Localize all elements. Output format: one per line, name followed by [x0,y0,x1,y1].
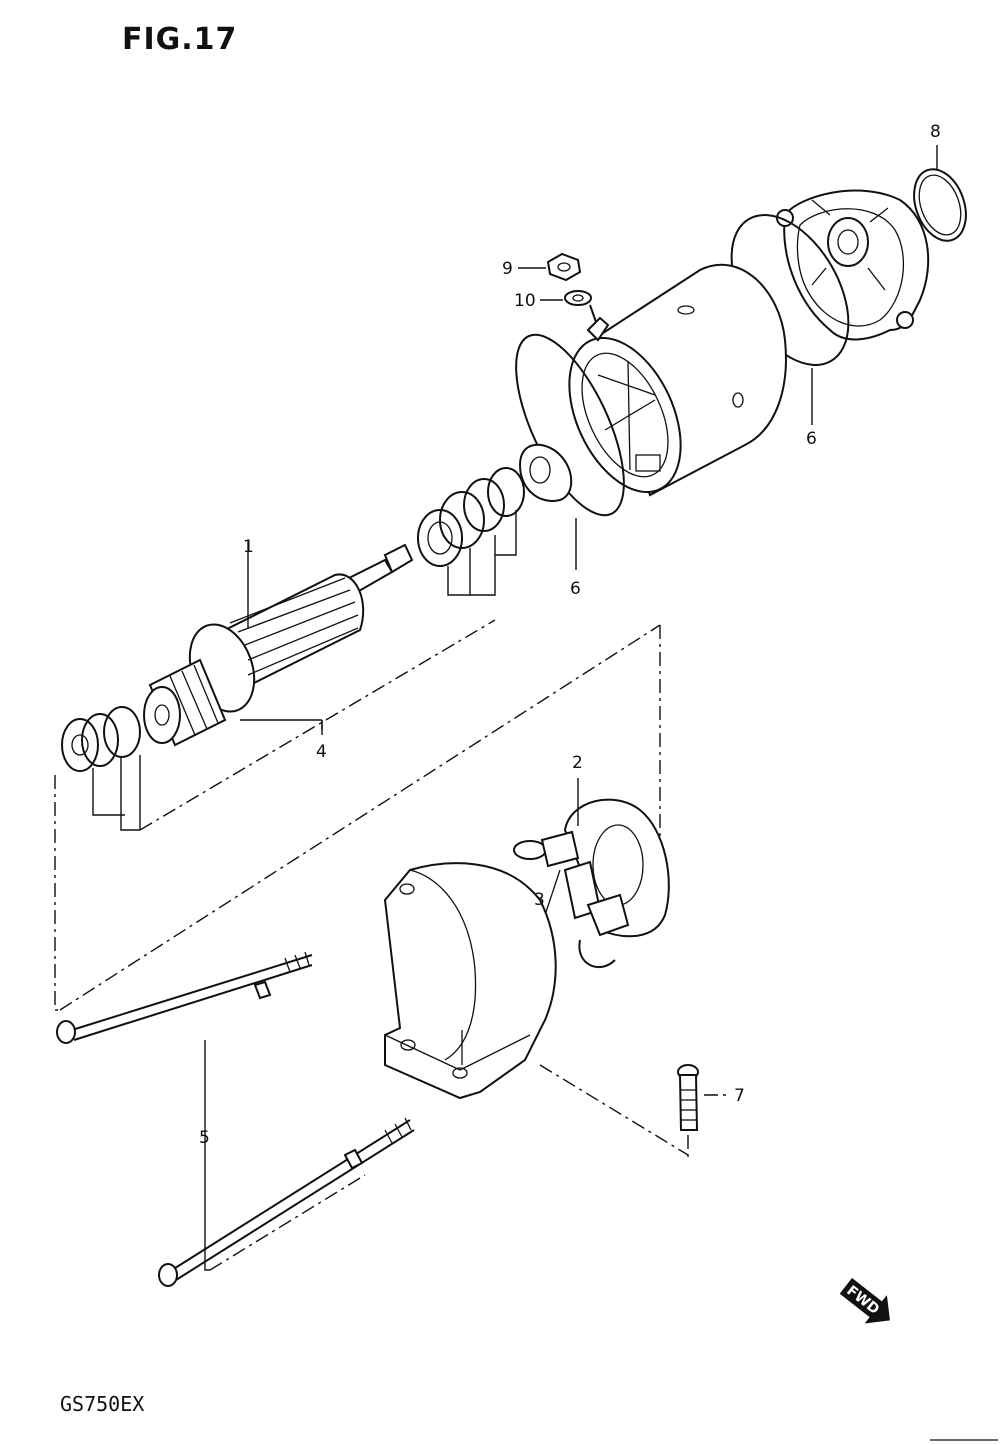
nut-9 [546,252,582,282]
front-housing [383,862,557,1100]
callout-8: 8 [930,122,941,142]
shim-set-upper [417,467,525,567]
figure-title: FIG.17 [122,22,238,57]
through-bolt-upper [56,951,313,1044]
callout-9: 9 [502,259,513,279]
callout-2: 2 [572,753,583,773]
callout-4: 4 [316,742,327,762]
fwd-arrow-icon: FWD [839,1278,890,1324]
washer-10 [564,290,592,306]
armature-1 [143,543,414,747]
o-ring-8 [913,168,967,242]
callout-10: 10 [514,291,536,311]
callout-3: 3 [534,890,545,910]
callout-6-lower: 6 [570,579,581,599]
callout-5: 5 [199,1128,210,1148]
end-cover [776,189,930,341]
thrust-plate [518,443,573,502]
brush-holder-2 [563,798,670,938]
callout-6-upper: 6 [806,429,817,449]
model-code: GS750EX [60,1392,145,1416]
callout-7: 7 [734,1086,745,1106]
through-bolt-lower [158,1117,415,1287]
screw-7 [677,1064,699,1131]
callout-1: 1 [243,537,254,557]
yoke-housing [568,263,787,497]
brushes-3 [513,830,630,969]
shim-set-lower [61,706,141,772]
